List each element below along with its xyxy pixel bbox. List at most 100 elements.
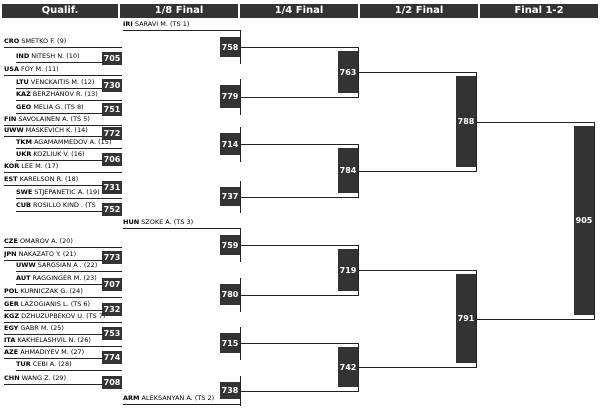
- eighth-final-bout-number[interactable]: 715: [220, 333, 240, 353]
- country-code: CZE: [4, 237, 18, 245]
- country-code: ITA: [4, 336, 16, 344]
- eighth-final-outline: [240, 343, 358, 344]
- qualif-bout-number[interactable]: 731: [102, 181, 122, 194]
- competitor-name: BERZHANOV R. (13): [32, 90, 98, 98]
- competitor-name: WANG Z. (29): [21, 374, 67, 382]
- header-semi-final: 1/2 Final: [360, 4, 478, 18]
- eighth-final-bout-number[interactable]: 737: [220, 187, 240, 206]
- quarter-final-outline: [358, 72, 476, 73]
- qualif-bout-number[interactable]: 707: [102, 278, 122, 291]
- country-code: CRO: [4, 37, 20, 45]
- country-code: CUB: [16, 201, 32, 209]
- qualif-bout-number[interactable]: 730: [102, 79, 122, 92]
- country-code: KOR: [4, 162, 20, 170]
- competitor-name: LEE M. (17): [21, 162, 59, 170]
- competitor-name: SMETKO F. (9): [21, 37, 67, 45]
- eighth-final-bout-number[interactable]: 779: [220, 85, 240, 108]
- eighth-final-bout-number[interactable]: 759: [220, 235, 240, 255]
- competitor-name: STJEPANETIC A. (19): [34, 188, 100, 196]
- competitor-name: DZHUZUPBEKOV U. (TS 7): [21, 312, 106, 320]
- country-code: KAZ: [16, 90, 31, 98]
- country-code: UKR: [16, 150, 32, 158]
- country-code: KGZ: [4, 312, 20, 320]
- country-code: JPN: [4, 250, 17, 258]
- competitor-name: MELIA G. (TS 8): [33, 103, 84, 111]
- qualif-bout-number[interactable]: 772: [102, 127, 122, 140]
- header-eighth-final: 1/8 Final: [120, 4, 238, 18]
- qualif-bout-number[interactable]: 708: [102, 376, 122, 389]
- quarter-final-bout-number[interactable]: 719: [338, 249, 358, 291]
- semi-final-outline: [476, 319, 594, 320]
- country-code: CHN: [4, 374, 20, 382]
- country-code: AUT: [16, 274, 31, 282]
- header-quarter-final: 1/4 Final: [240, 4, 358, 18]
- competitor-name: LAZOGIANIS L. (TS 6): [20, 300, 91, 308]
- competitor-name: SAVOLAINEN A. (TS 5): [18, 115, 90, 123]
- country-code: SWE: [16, 188, 33, 196]
- competitor-name: NAKAZATO Y. (21): [18, 250, 77, 258]
- quarter-final-bout-number[interactable]: 763: [338, 51, 358, 93]
- country-code: IND: [16, 52, 30, 60]
- final-bout-number[interactable]: 905: [574, 126, 594, 315]
- competitor-name: AGAMAMMEDOV A. (15): [33, 138, 112, 146]
- eighth-final-bout-number[interactable]: 758: [220, 37, 240, 57]
- header-final: Final 1-2: [480, 4, 598, 18]
- competitor-name: ALEKSANYAN A. (TS 2): [141, 394, 215, 402]
- semi-final-bout-number[interactable]: 788: [456, 76, 476, 167]
- eighth-final-outline: [240, 295, 358, 296]
- qualif-bout-number[interactable]: 752: [102, 203, 122, 216]
- semi-final-bout-number[interactable]: 791: [456, 274, 476, 363]
- quarter-final-outline: [358, 367, 476, 368]
- qualif-bout-number[interactable]: 705: [102, 52, 122, 65]
- qualif-bout-number[interactable]: 773: [102, 251, 122, 264]
- country-code: POL: [4, 287, 19, 295]
- eighth-final-bout-number[interactable]: 780: [220, 284, 240, 305]
- country-code: IRI: [123, 20, 133, 28]
- country-code: GEO: [16, 103, 32, 111]
- country-code: EST: [4, 175, 18, 183]
- qualif-bout-number[interactable]: 732: [102, 303, 122, 316]
- qualif-bout-number[interactable]: 706: [102, 153, 122, 166]
- header-qualif: Qualif.: [2, 4, 118, 18]
- competitor-name: VENCKAITIS M. (12): [30, 78, 95, 86]
- quarter-final-bout-number[interactable]: 784: [338, 148, 358, 193]
- country-code: UWW: [4, 126, 24, 134]
- qualif-bout-number[interactable]: 751: [102, 103, 122, 116]
- eighth-final-bout-number[interactable]: 714: [220, 133, 240, 155]
- qualif-bout-number[interactable]: 774: [102, 351, 122, 364]
- eighth-final-outline: [240, 97, 358, 98]
- competitor-name: AHMADIYEV M. (27): [20, 348, 85, 356]
- eighth-final-bout-number[interactable]: 738: [220, 382, 240, 399]
- qualif-bout-number[interactable]: 753: [102, 327, 122, 340]
- quarter-final-bout-number[interactable]: 742: [338, 347, 358, 387]
